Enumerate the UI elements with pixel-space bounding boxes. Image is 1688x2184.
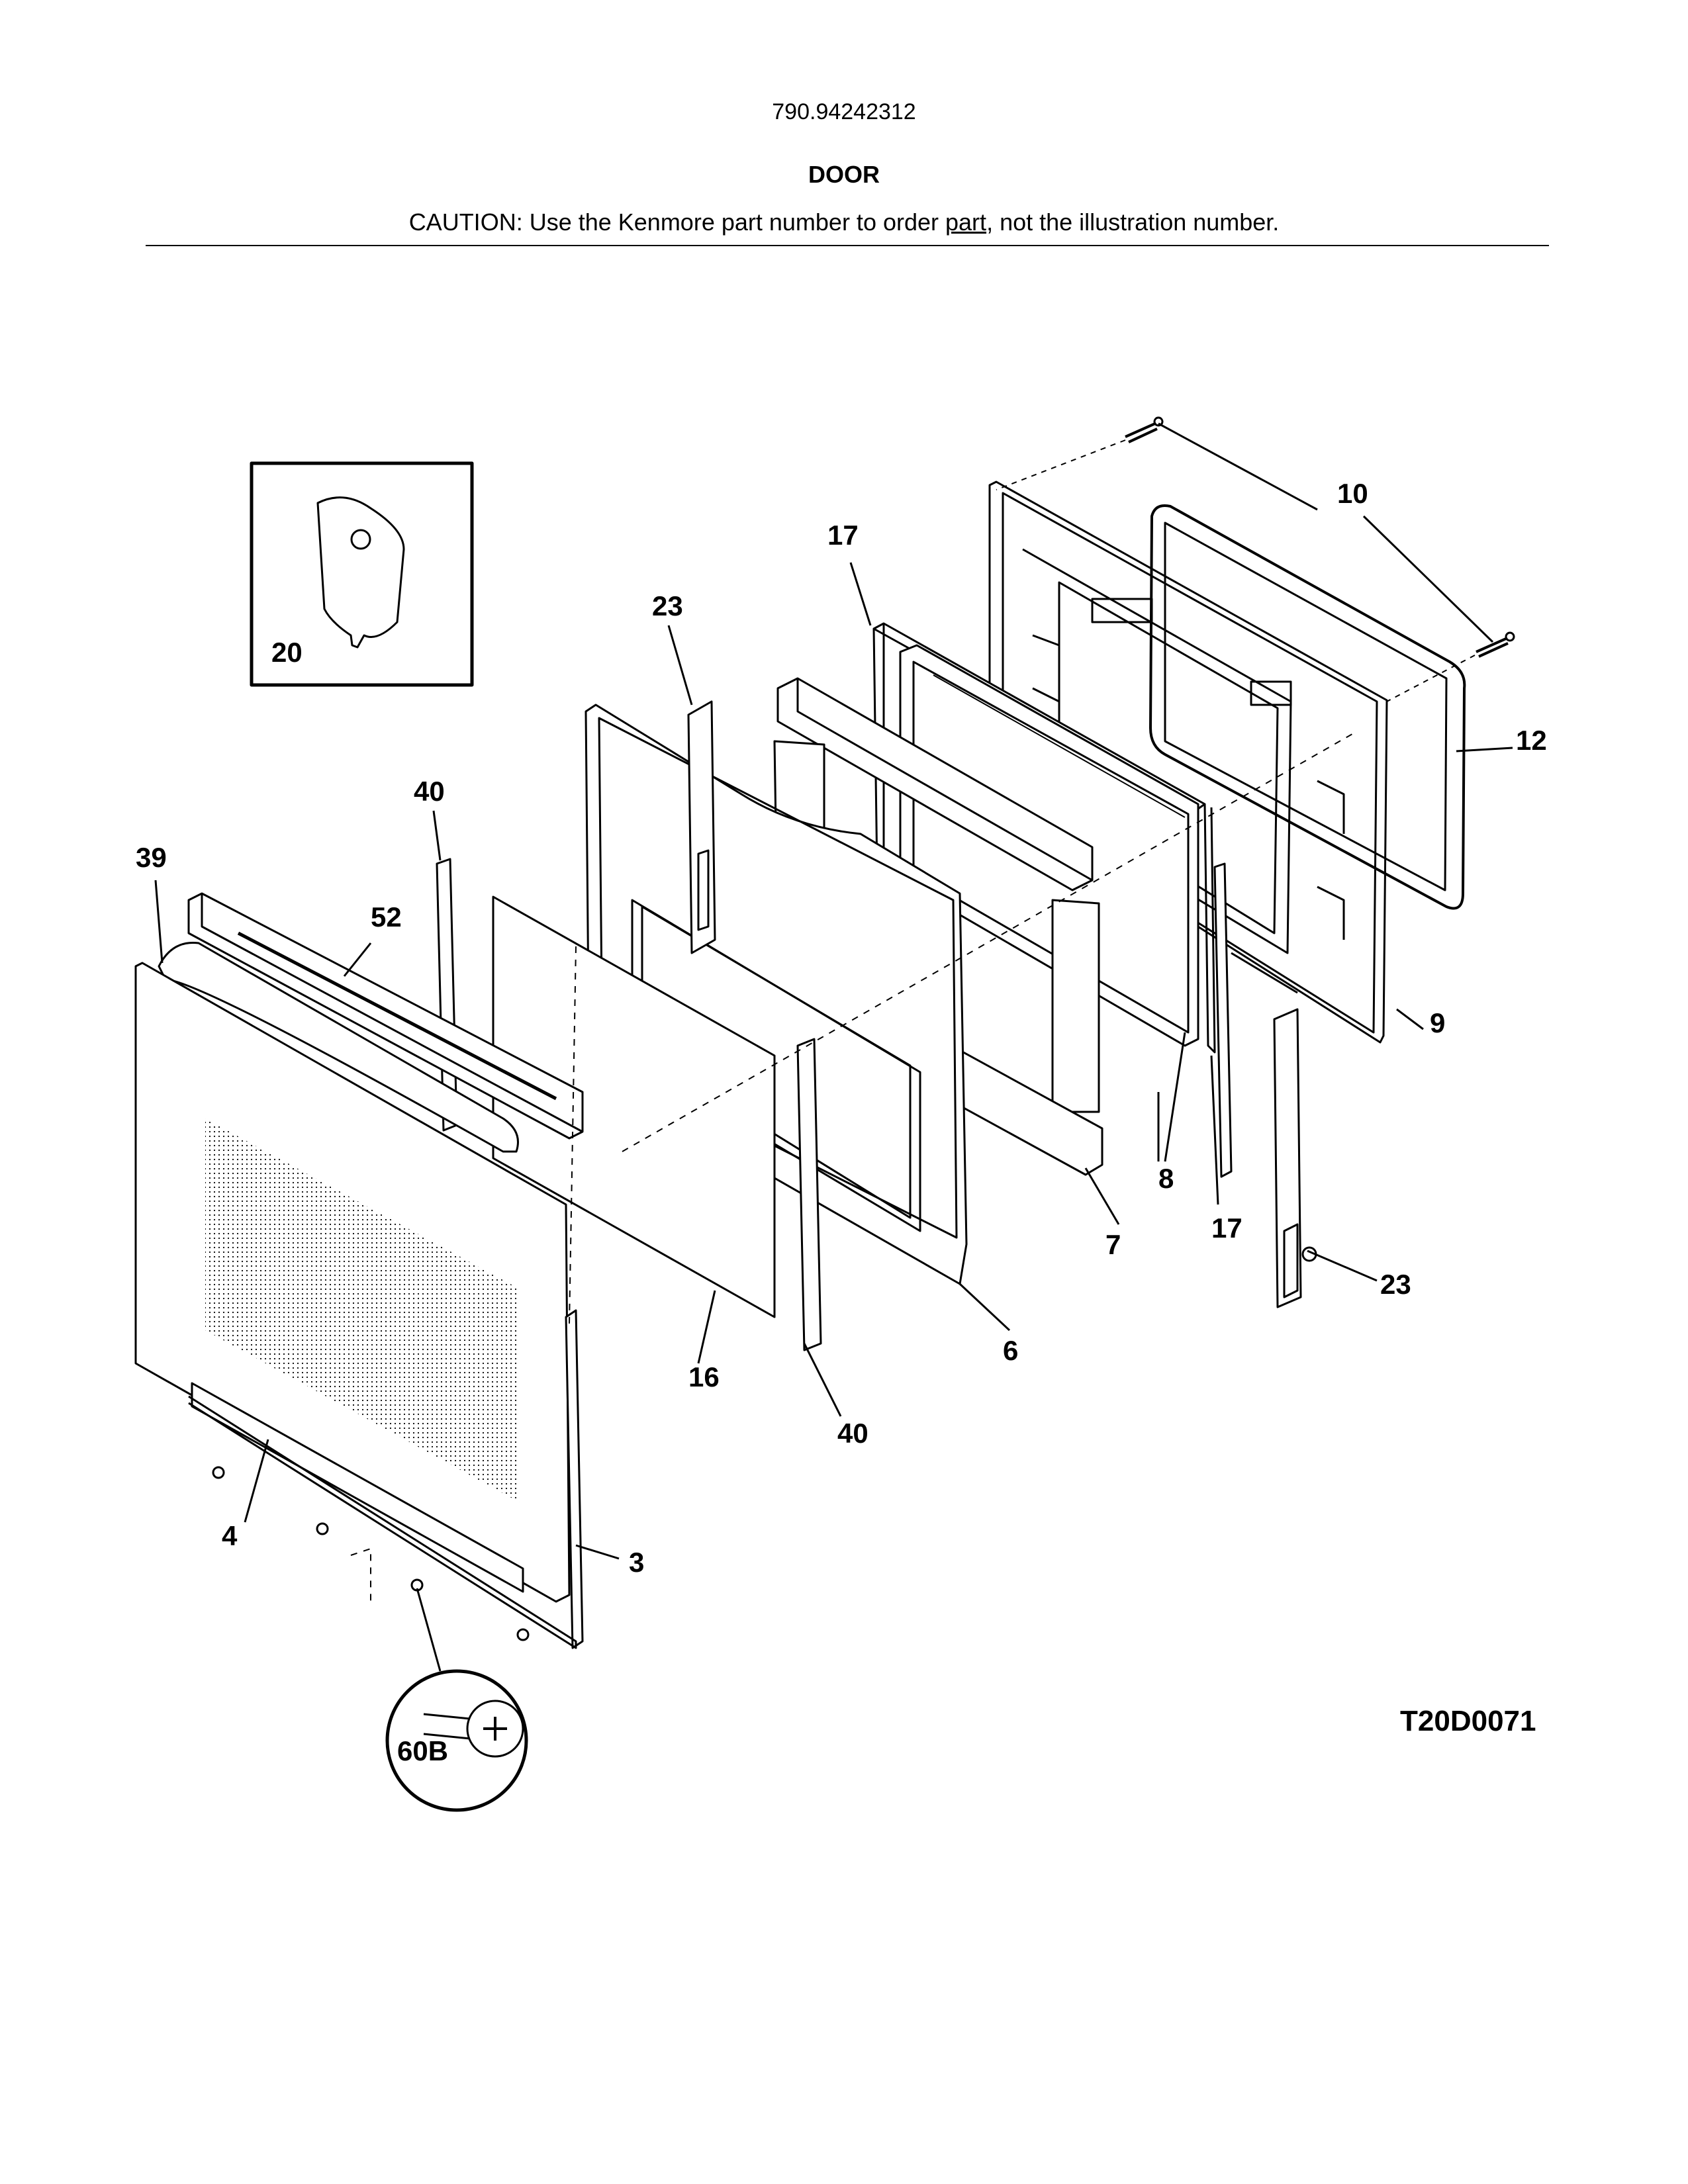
- callout-39: 39: [136, 842, 167, 873]
- part-3-4-outer-door: [134, 962, 584, 1649]
- part-20-inset: [250, 461, 474, 687]
- callout-6: 6: [1003, 1335, 1018, 1366]
- callout-60b: 60B: [397, 1735, 448, 1766]
- part-23-hinges: [687, 700, 1317, 1308]
- callout-23-bottom: 23: [1380, 1269, 1411, 1300]
- callout-40-bottom: 40: [837, 1418, 868, 1449]
- diagram-id: T20D0071: [1400, 1705, 1536, 1737]
- callout-12: 12: [1516, 725, 1547, 756]
- callout-20: 20: [271, 637, 303, 668]
- caution-text-suffix: , not the illustration number.: [986, 208, 1280, 236]
- callout-10: 10: [1337, 478, 1368, 509]
- callout-17-top: 17: [827, 520, 859, 551]
- callout-23-top: 23: [652, 590, 683, 621]
- part-39-52-handle: [158, 892, 584, 1153]
- callout-40-top: 40: [414, 776, 445, 807]
- leader-lines: [154, 422, 1513, 1672]
- callout-7: 7: [1105, 1229, 1121, 1260]
- callout-52: 52: [371, 901, 402, 933]
- callout-9: 9: [1430, 1007, 1445, 1038]
- part-60b-detail: [385, 1669, 528, 1812]
- callout-4: 4: [222, 1520, 238, 1551]
- caution-text-underlined: part: [945, 208, 987, 236]
- part-6-inner-frame: [585, 704, 968, 1285]
- caution-note: CAUTION: Use the Kenmore part number to …: [0, 208, 1688, 236]
- header-divider: [146, 245, 1549, 246]
- callout-3: 3: [629, 1547, 644, 1578]
- callout-16: 16: [688, 1361, 720, 1392]
- model-number: 790.94242312: [772, 99, 916, 124]
- caution-text-prefix: CAUTION: Use the Kenmore part number to …: [408, 208, 946, 236]
- part-10-screws: [996, 416, 1515, 702]
- section-title: DOOR: [808, 161, 880, 188]
- part-12-gasket: [1149, 504, 1466, 910]
- callout-8: 8: [1158, 1163, 1174, 1194]
- callout-17-bottom: 17: [1211, 1212, 1243, 1244]
- bottom-screws: [212, 1466, 530, 1641]
- assembly-axis-lines: [350, 731, 1358, 1602]
